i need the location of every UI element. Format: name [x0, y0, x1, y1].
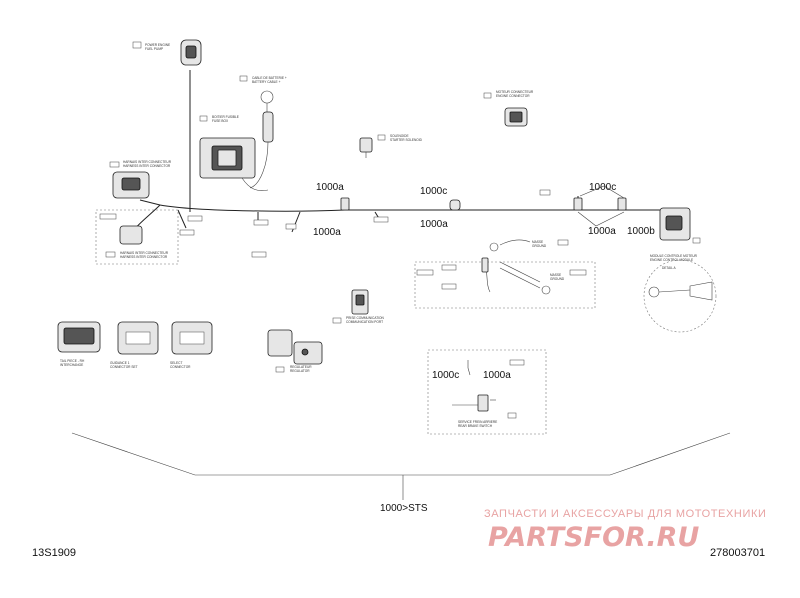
svg-text:REGULATEUR: REGULATEUR [290, 365, 312, 369]
inter-connector: HARNAIS INTER CONNECTEUR HARNESS INTER C… [109, 160, 172, 199]
battery-cable-connector: CABLE DE BATTERIE + BATTERY CABLE + [239, 75, 287, 189]
callout-1000c-right: 1000c [589, 182, 616, 193]
svg-text:TAIL PIECE - RH: TAIL PIECE - RH [60, 359, 85, 363]
svg-text:SELECT: SELECT [170, 361, 182, 365]
svg-text:ENGINE CONNECTOR: ENGINE CONNECTOR [496, 94, 530, 98]
ground-detail: MASSE GROUND MASSE GROUND [414, 239, 596, 309]
svg-text:STARTER SOLENOID: STARTER SOLENOID [390, 138, 423, 142]
callout-1000c-mid: 1000c [420, 186, 447, 197]
svg-text:CONNECTOR SET: CONNECTOR SET [110, 365, 138, 369]
ecm-connector: MODULE CONTROLE MOTEUR ENGINE CONTROL MO… [650, 207, 701, 262]
callout-1000a-left-bottom: 1000a [313, 227, 341, 238]
svg-text:GROUND: GROUND [550, 277, 565, 281]
svg-text:HARNESS INTER CONNECTOR: HARNESS INTER CONNECTOR [123, 164, 171, 168]
starter-relay: SOLENOIDE STARTER SOLENOID [359, 134, 423, 158]
svg-text:MASSE: MASSE [532, 240, 543, 244]
range-label: 1000>STS [380, 503, 428, 514]
svg-text:SERVICE FREIN ARRIERE: SERVICE FREIN ARRIERE [458, 420, 497, 424]
fuel-pump-connector: POWER ENGINE FUEL PUMP [132, 39, 202, 66]
svg-text:REGULATOR: REGULATOR [290, 369, 310, 373]
svg-text:FUSE BOX: FUSE BOX [212, 119, 229, 123]
detail-box-left: HARNAIS INTER CONNECTEUR HARNESS INTER C… [95, 209, 179, 265]
fuse-box: BOITIER FUSIBLE FUSE BOX [199, 115, 269, 191]
svg-text:HARNAIS INTER CONNECTEUR: HARNAIS INTER CONNECTEUR [120, 251, 169, 255]
svg-text:BOITIER FUSIBLE: BOITIER FUSIBLE [212, 115, 239, 119]
bottom-left-connectors: TAIL PIECE - RH INTERCHANGE GUIDANCE 1 C… [57, 321, 213, 369]
detail-a: DETAIL A [643, 259, 717, 333]
callout-1000a-mid: 1000a [420, 219, 448, 230]
voltage-regulator: REGULATEUR REGULATOR [267, 329, 323, 373]
svg-text:POWER ENGINE: POWER ENGINE [145, 43, 170, 47]
svg-text:MOTEUR CONNECTEUR: MOTEUR CONNECTEUR [496, 90, 534, 94]
svg-text:BATTERY CABLE +: BATTERY CABLE + [252, 80, 281, 84]
svg-text:REAR BRAKE SWITCH: REAR BRAKE SWITCH [458, 424, 493, 428]
svg-text:COMMUNICATION PORT: COMMUNICATION PORT [346, 320, 383, 324]
svg-text:FUEL PUMP: FUEL PUMP [145, 47, 163, 51]
range-bracket [71, 432, 731, 500]
engine-connector: MOTEUR CONNECTEUR ENGINE CONNECTOR [483, 90, 534, 127]
watermark-caption: ЗАПЧАСТИ И АКСЕССУАРЫ ДЛЯ МОТОТЕХНИКИ [484, 508, 766, 520]
svg-text:PRISE COMMUNICATION: PRISE COMMUNICATION [346, 316, 385, 320]
callout-1000a-left-top: 1000a [316, 182, 344, 193]
diagnostic-connector: PRISE COMMUNICATION COMMUNICATION PORT [332, 289, 385, 324]
callout-1000a-right: 1000a [588, 226, 616, 237]
callout-1000b-right: 1000b [627, 226, 655, 237]
terminal-markers [340, 185, 627, 227]
brake-switch-detail: SERVICE FREIN ARRIERE REAR BRAKE SWITCH [427, 349, 547, 435]
svg-text:CABLE DE BATTERIE +: CABLE DE BATTERIE + [252, 76, 287, 80]
svg-text:SOLENOIDE: SOLENOIDE [390, 134, 409, 138]
svg-text:MODULE CONTROLE MOTEUR: MODULE CONTROLE MOTEUR [650, 254, 698, 258]
trunk-tags [179, 189, 551, 258]
svg-text:CONNECTOR: CONNECTOR [170, 365, 191, 369]
svg-text:ENGINE CONTROL MODULE: ENGINE CONTROL MODULE [650, 258, 693, 262]
svg-text:HARNAIS INTER CONNECTEUR: HARNAIS INTER CONNECTEUR [123, 160, 172, 164]
svg-text:HARNESS INTER CONNECTOR: HARNESS INTER CONNECTOR [120, 255, 168, 259]
svg-text:INTERCHANGE: INTERCHANGE [60, 363, 83, 367]
callout-1000a-bottom: 1000a [483, 370, 511, 381]
svg-text:MASSE: MASSE [550, 273, 561, 277]
svg-text:GROUND: GROUND [532, 244, 547, 248]
watermark-logo: PARTSFOR.RU [488, 522, 699, 553]
svg-text:DETAIL A: DETAIL A [662, 266, 677, 270]
drawing-code-left: 13S1909 [32, 547, 76, 559]
callout-1000c-bottom: 1000c [432, 370, 459, 381]
drawing-code-right: 278003701 [710, 547, 765, 559]
svg-text:GUIDANCE 1: GUIDANCE 1 [110, 361, 130, 365]
